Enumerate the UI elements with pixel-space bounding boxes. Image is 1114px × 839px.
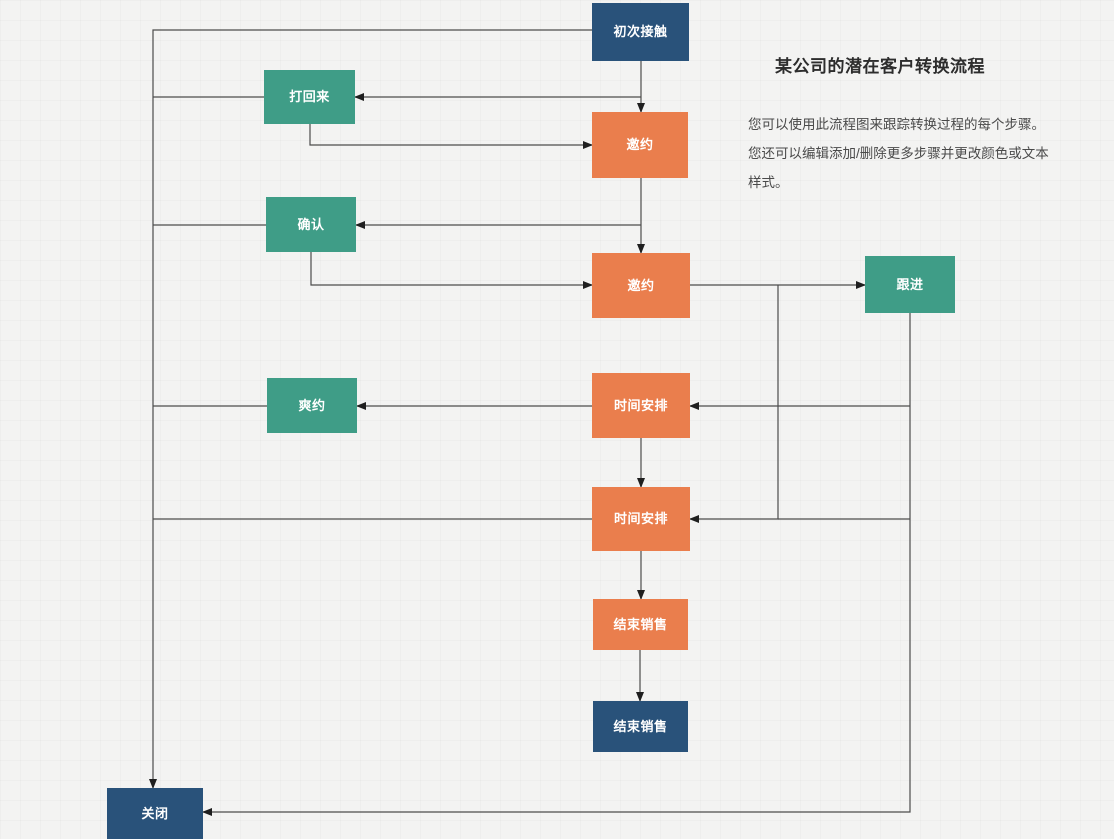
node-confirm[interactable]: 确认 xyxy=(266,197,356,252)
node-schedule-1[interactable]: 时间安排 xyxy=(592,373,690,438)
node-call-back[interactable]: 打回来 xyxy=(264,70,355,124)
node-invite-2[interactable]: 邀约 xyxy=(592,253,690,318)
connector-invite-2-branch-to-schedule-2[interactable] xyxy=(689,285,779,523)
node-follow-up[interactable]: 跟进 xyxy=(865,256,955,313)
node-end-sale-2[interactable]: 结束销售 xyxy=(593,701,688,752)
node-label: 邀约 xyxy=(627,277,655,293)
node-label: 初次接触 xyxy=(613,24,668,40)
connector-follow-up-to-closed[interactable] xyxy=(202,313,911,816)
node-label: 爽约 xyxy=(298,397,326,413)
diagram-description: 您可以使用此流程图来跟踪转换过程的每个步骤。您还可以编辑添加/删除更多步骤并更改… xyxy=(748,117,1049,190)
node-label: 关闭 xyxy=(141,805,169,821)
node-end-sale-1[interactable]: 结束销售 xyxy=(593,599,688,650)
node-label: 确认 xyxy=(297,216,325,232)
connector-confirm-to-invite-2[interactable] xyxy=(310,252,593,289)
node-label: 结束销售 xyxy=(613,616,668,632)
node-invite-1[interactable]: 邀约 xyxy=(592,112,688,178)
node-schedule-2[interactable]: 时间安排 xyxy=(592,487,690,551)
node-no-show[interactable]: 爽约 xyxy=(267,378,357,433)
diagram-title: 某公司的潜在客户转换流程 xyxy=(775,57,985,76)
node-label: 跟进 xyxy=(896,276,924,292)
node-closed[interactable]: 关闭 xyxy=(107,788,203,839)
node-label: 邀约 xyxy=(626,137,654,153)
connector-call-back-to-invite-1[interactable] xyxy=(309,124,593,149)
node-label: 时间安排 xyxy=(613,511,668,527)
node-first-contact[interactable]: 初次接触 xyxy=(592,3,689,61)
node-label: 时间安排 xyxy=(613,397,668,413)
node-label: 打回来 xyxy=(289,89,330,105)
connector-first-contact-rail-to-closed[interactable] xyxy=(149,29,592,789)
node-label: 结束销售 xyxy=(613,718,668,734)
